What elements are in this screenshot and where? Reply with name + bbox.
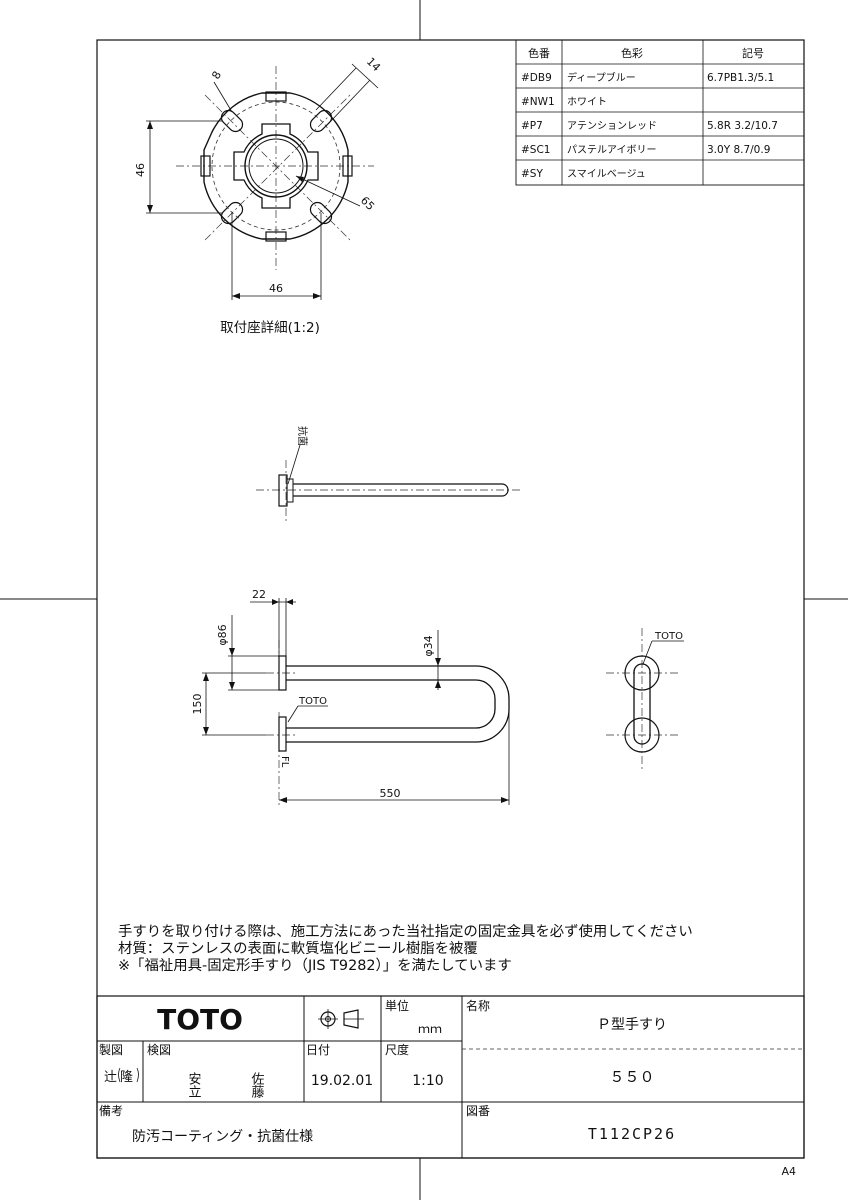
checker-1: 安立 bbox=[186, 1072, 202, 1098]
title-block: TOTO 単位 ｍｍ 名称 Ｐ型手すり 製図 辻 隆 検図 安立 佐藤 日付 1… bbox=[96, 995, 805, 1159]
dim-550: 550 bbox=[380, 787, 401, 800]
color-code: #SY bbox=[521, 168, 543, 180]
toto-mark-label: TOTO bbox=[654, 631, 683, 642]
drawn-seal: 隆 bbox=[120, 1070, 133, 1085]
note-line: ※「福祉用具-固定形手すり（JIS T9282）」を満たしています bbox=[118, 957, 512, 974]
detail-caption: 取付座詳細(1:2) bbox=[220, 320, 320, 336]
date-value: 19.02.01 bbox=[311, 1073, 373, 1089]
brand-logo: TOTO bbox=[157, 1003, 243, 1036]
color-table-header-name: 色彩 bbox=[621, 46, 643, 60]
dim-46-horizontal: 46 bbox=[269, 282, 283, 295]
color-table-header-code: 色番 bbox=[528, 46, 550, 60]
color-name: アテンションレッド bbox=[567, 121, 657, 132]
color-table-header-symbol: 記号 bbox=[742, 46, 764, 60]
drawn-by: 辻 bbox=[104, 1070, 117, 1085]
antibacterial-label: 抗菌 bbox=[296, 426, 309, 446]
color-symbol: 6.7PB1.3/5.1 bbox=[707, 72, 774, 84]
checker-2: 佐藤 bbox=[249, 1072, 265, 1098]
dim-14: 14 bbox=[364, 55, 383, 74]
color-code: #NW1 bbox=[521, 96, 555, 108]
unit-value: ｍｍ bbox=[418, 1022, 442, 1036]
side-view: 抗菌 bbox=[256, 426, 520, 522]
remarks-value: 防汚コーティング・抗菌仕様 bbox=[132, 1129, 313, 1145]
toto-mark-label: TOTO bbox=[298, 696, 327, 707]
remarks-label: 備考 bbox=[99, 1103, 123, 1118]
mounting-base-detail: 46 46 8 14 65 取付座詳細(1:2) bbox=[134, 55, 383, 336]
drawing-number-label: 図番 bbox=[466, 1104, 490, 1118]
color-symbol: 3.0Y 8.7/0.9 bbox=[707, 144, 770, 156]
product-name: Ｐ型手すり bbox=[597, 1017, 667, 1033]
color-symbol: 5.8R 3.2/10.7 bbox=[707, 120, 778, 132]
color-table: 色番 色彩 記号 #DB9 ディープブルー 6.7PB1.3/5.1 #NW1 … bbox=[515, 39, 805, 186]
drawn-label: 製図 bbox=[99, 1043, 123, 1057]
color-code: #DB9 bbox=[521, 72, 552, 84]
notes: 手すりを取り付ける際は、施工方法にあった当社指定の固定金具を必ず使用してください… bbox=[118, 923, 693, 974]
note-line: 材質：ステンレスの表面に軟質塩化ビニール樹脂を被覆 bbox=[118, 939, 478, 957]
dim-46-vertical: 46 bbox=[134, 163, 147, 177]
color-name: スマイルベージュ bbox=[567, 168, 646, 180]
dim-22: 22 bbox=[252, 588, 266, 601]
checked-label: 検図 bbox=[147, 1043, 171, 1057]
front-view: 22 φ86 150 φ34 550 TOTO FL bbox=[191, 588, 510, 805]
dim-phi86: φ86 bbox=[216, 624, 229, 645]
dim-150: 150 bbox=[191, 694, 204, 715]
third-angle-projection-icon bbox=[318, 1009, 364, 1029]
floor-level-label: FL bbox=[279, 756, 290, 768]
dim-65: 65 bbox=[358, 194, 377, 213]
scale-label: 尺度 bbox=[385, 1042, 409, 1057]
color-code: #SC1 bbox=[521, 144, 550, 156]
color-name: ホワイト bbox=[567, 96, 607, 108]
color-code: #P7 bbox=[521, 120, 543, 132]
dim-phi34: φ34 bbox=[422, 635, 435, 656]
date-label: 日付 bbox=[306, 1043, 330, 1057]
unit-label: 単位 bbox=[385, 998, 409, 1013]
color-name: ディープブルー bbox=[567, 71, 636, 84]
end-view: TOTO bbox=[606, 628, 684, 770]
paper-size: A4 bbox=[781, 1165, 796, 1178]
note-line: 手すりを取り付ける際は、施工方法にあった当社指定の固定金具を必ず使用してください bbox=[118, 923, 693, 940]
scale-value: 1:10 bbox=[412, 1073, 443, 1089]
dim-8: 8 bbox=[209, 69, 224, 82]
name-label: 名称 bbox=[466, 998, 490, 1013]
color-name: パステルアイボリー bbox=[567, 144, 657, 156]
size-value: ５５０ bbox=[609, 1068, 654, 1086]
drawing-number: T112CP26 bbox=[588, 1125, 676, 1143]
